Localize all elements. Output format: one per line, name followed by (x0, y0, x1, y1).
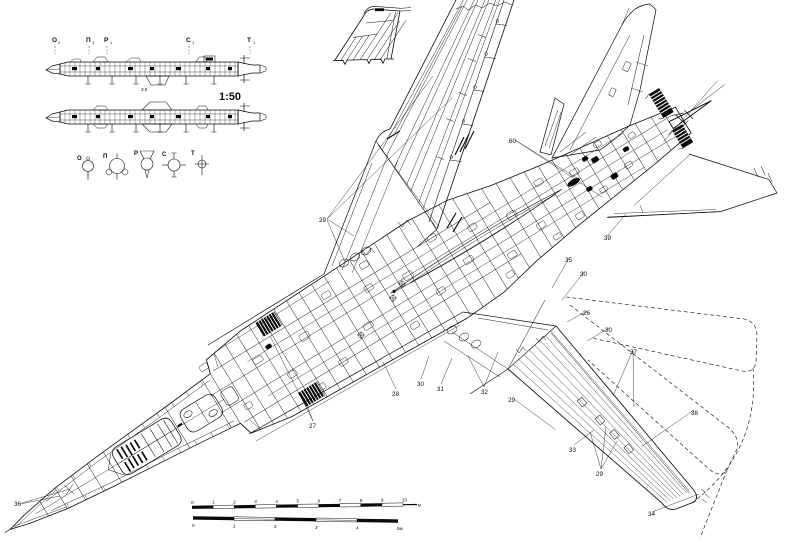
svg-text:28: 28 (392, 391, 399, 398)
svg-text:0: 0 (191, 500, 194, 505)
svg-text:35: 35 (565, 257, 572, 264)
svg-text:Р: Р (104, 37, 109, 44)
svg-text:38: 38 (691, 410, 698, 417)
svg-text:3,9: 3,9 (141, 87, 148, 92)
svg-text:3: 3 (254, 499, 257, 504)
svg-text:34: 34 (648, 511, 655, 518)
svg-text:10: 10 (402, 497, 408, 502)
svg-text:30: 30 (417, 381, 424, 388)
svg-text:32: 32 (481, 389, 488, 396)
svg-text:60: 60 (509, 138, 516, 145)
svg-text:Т: Т (191, 151, 195, 157)
svg-text:0: 0 (192, 523, 195, 528)
svg-text:1: 1 (110, 40, 113, 45)
svg-text:8: 8 (360, 498, 363, 503)
svg-text:5: 5 (297, 499, 300, 504)
svg-text:29: 29 (596, 471, 603, 478)
svg-text:1: 1 (253, 40, 256, 45)
svg-text:1: 1 (192, 40, 195, 45)
svg-text:31: 31 (437, 386, 444, 393)
svg-text:С: С (186, 37, 191, 44)
svg-text:4: 4 (356, 525, 359, 530)
svg-text:29: 29 (508, 397, 515, 404)
svg-text:29: 29 (319, 217, 326, 224)
svg-text:30: 30 (580, 271, 587, 278)
svg-text:С: С (162, 152, 167, 158)
svg-text:39: 39 (604, 235, 611, 242)
svg-text:30: 30 (605, 327, 612, 334)
svg-text:7: 7 (339, 498, 342, 503)
svg-text:Т: Т (247, 37, 251, 44)
svg-text:м: м (418, 503, 421, 508)
svg-text:37: 37 (630, 349, 637, 356)
svg-text:2: 2 (233, 499, 236, 504)
svg-text:27: 27 (309, 423, 316, 430)
svg-text:26: 26 (583, 310, 590, 317)
svg-text:П: П (86, 37, 91, 44)
svg-text:2: 2 (274, 524, 277, 529)
svg-text:Р: Р (134, 151, 138, 157)
svg-text:1: 1 (92, 40, 95, 45)
svg-text:3: 3 (315, 525, 318, 530)
svg-text:5м: 5м (397, 526, 403, 531)
svg-text:6: 6 (318, 498, 321, 503)
svg-text:2: 2 (58, 40, 61, 45)
svg-text:П: П (103, 154, 107, 160)
svg-text:36: 36 (14, 501, 21, 508)
svg-text:1: 1 (212, 500, 215, 505)
svg-text:О: О (77, 156, 82, 162)
svg-text:33: 33 (569, 447, 576, 454)
svg-text:9: 9 (381, 498, 384, 503)
svg-text:4: 4 (275, 499, 278, 504)
svg-text:О: О (52, 37, 57, 44)
svg-text:1:50: 1:50 (219, 91, 241, 103)
svg-text:1: 1 (233, 524, 236, 529)
